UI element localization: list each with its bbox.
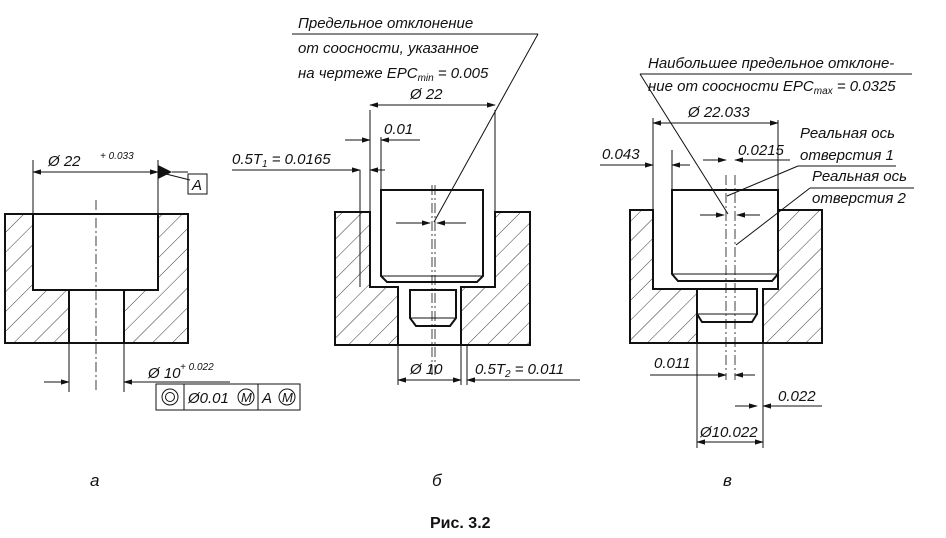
view-c: Наибольшее предельное отклоне- ние от со… — [600, 55, 914, 490]
mmc-icon — [237, 388, 255, 406]
view-b-t1-dim: 0.5T1 = 0.0165 — [232, 151, 331, 170]
view-b-letter: б — [432, 471, 443, 490]
view-b-part-right — [460, 211, 531, 346]
frame-datum-mmc: M — [282, 390, 293, 405]
view-b: Предельное отклонение от соосности, указ… — [232, 15, 580, 490]
frame-datum: A — [261, 390, 272, 407]
frame-tolerance: Ø0.01 — [187, 390, 229, 407]
view-b-t2-dim: 0.5T2 = 0.011 — [475, 361, 564, 380]
view-b-part-left — [334, 211, 399, 346]
view-a-inner-tol: + 0.022 — [180, 362, 214, 373]
concentricity-icon — [161, 388, 179, 406]
view-c-axis2-label1: Реальная ось — [812, 168, 907, 185]
view-b-note-line2: от соосности, указанное — [298, 40, 479, 57]
view-c-part-right — [762, 209, 823, 344]
view-c-left-dim: 0.043 — [602, 146, 640, 163]
view-b-outer-dim: Ø 22 — [409, 86, 443, 103]
view-c-low-left-dim: 0.011 — [654, 355, 690, 372]
view-a-part-body — [4, 213, 70, 344]
view-b-note-line3: на чертеже ЕРСmin = 0.005 — [298, 65, 489, 84]
view-c-outer-dim: Ø 22.033 — [687, 104, 750, 121]
view-c-axis1-label2: отверстия 1 — [800, 147, 894, 164]
figure-caption: Рис. 3.2 — [430, 515, 491, 532]
datum-a-label: A — [191, 177, 202, 194]
view-c-mid-dim: 0.0215 — [738, 142, 785, 159]
view-a: Ø 22 + 0.033 A Ø 10 + 0.022 Ø0.01 M A M — [4, 151, 301, 490]
view-c-note-line1: Наибольшее предельное отклоне- — [648, 55, 894, 72]
view-c-note-line2: ние от соосности ЕРСmax = 0.0325 — [648, 78, 896, 97]
feature-control-frame: Ø0.01 M A M — [155, 383, 301, 411]
view-a-outer-tol: + 0.033 — [100, 151, 134, 162]
view-c-part-left — [629, 209, 698, 344]
view-b-inner-dim: Ø 10 — [409, 361, 443, 378]
view-c-bottom-dim: Ø10.022 — [699, 424, 758, 441]
frame-mmc: M — [241, 390, 252, 405]
datum-a-box — [187, 173, 208, 195]
view-a-outer-dim: Ø 22 — [47, 153, 81, 170]
view-c-axis1-label1: Реальная ось — [800, 125, 895, 142]
view-c-shaft — [671, 189, 779, 282]
view-c-letter: в — [723, 471, 732, 490]
view-b-note-line1: Предельное отклонение — [298, 15, 473, 32]
view-a-part-body-right — [123, 213, 189, 344]
view-a-inner-dim: Ø 10 — [147, 365, 181, 382]
view-a-letter: а — [90, 471, 99, 490]
view-c-axis2-label2: отверстия 2 — [812, 190, 907, 207]
view-b-small-dim: 0.01 — [384, 121, 413, 138]
view-c-low-right-dim: 0.022 — [778, 388, 816, 405]
datum-mmc-icon — [278, 388, 296, 406]
